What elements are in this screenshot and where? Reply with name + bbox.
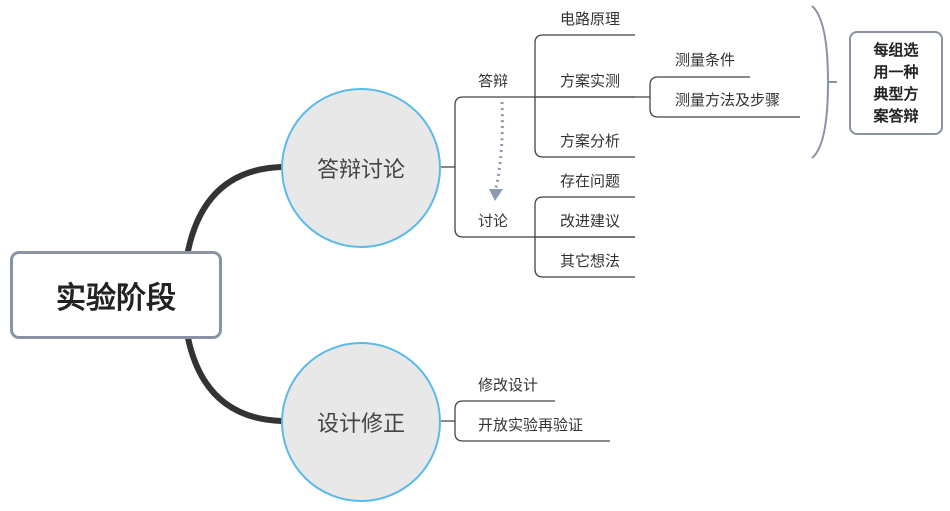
summary-note[interactable]: 每组选 用一种 典型方 案答辩 <box>849 31 943 135</box>
connector-dabian-children <box>534 34 650 158</box>
node-sheji-xiuzheng[interactable]: 设计修正 <box>281 342 441 502</box>
connector-taolun-children <box>534 196 635 278</box>
dotted-arrow <box>494 101 504 189</box>
node-kaifang-shiyan[interactable]: 开放实验再验证 <box>478 416 584 434</box>
node-celiang-fangfa[interactable]: 测量方法及步骤 <box>675 91 781 109</box>
node-cunzai-wenti[interactable]: 存在问题 <box>560 172 621 190</box>
arrow-head-icon <box>489 189 503 201</box>
connector-fangan-children <box>649 76 800 118</box>
root-node[interactable]: 实验阶段 <box>10 251 222 339</box>
node-dabian[interactable]: 答辩 <box>478 72 509 90</box>
node-dianlu-yuanli[interactable]: 电路原理 <box>560 10 621 28</box>
node-gaijin-jianyi[interactable]: 改进建议 <box>560 212 621 230</box>
node-dabian-taolun[interactable]: 答辩讨论 <box>281 88 441 248</box>
summary-brace <box>811 5 837 159</box>
node-taolun[interactable]: 讨论 <box>478 212 509 230</box>
node-fangan-shice[interactable]: 方案实测 <box>560 72 621 90</box>
node-celiang-tiaojian[interactable]: 测量条件 <box>675 51 736 69</box>
root-connector-top <box>185 164 284 254</box>
root-connector-bottom <box>185 335 284 424</box>
node-fangan-fenxi[interactable]: 方案分析 <box>560 132 621 150</box>
connector-dabian-taolun <box>441 96 635 238</box>
node-qita-xiangfa[interactable]: 其它想法 <box>560 252 621 270</box>
connector-xiuzheng-children <box>441 400 610 442</box>
node-xiugai-sheji[interactable]: 修改设计 <box>478 376 539 394</box>
